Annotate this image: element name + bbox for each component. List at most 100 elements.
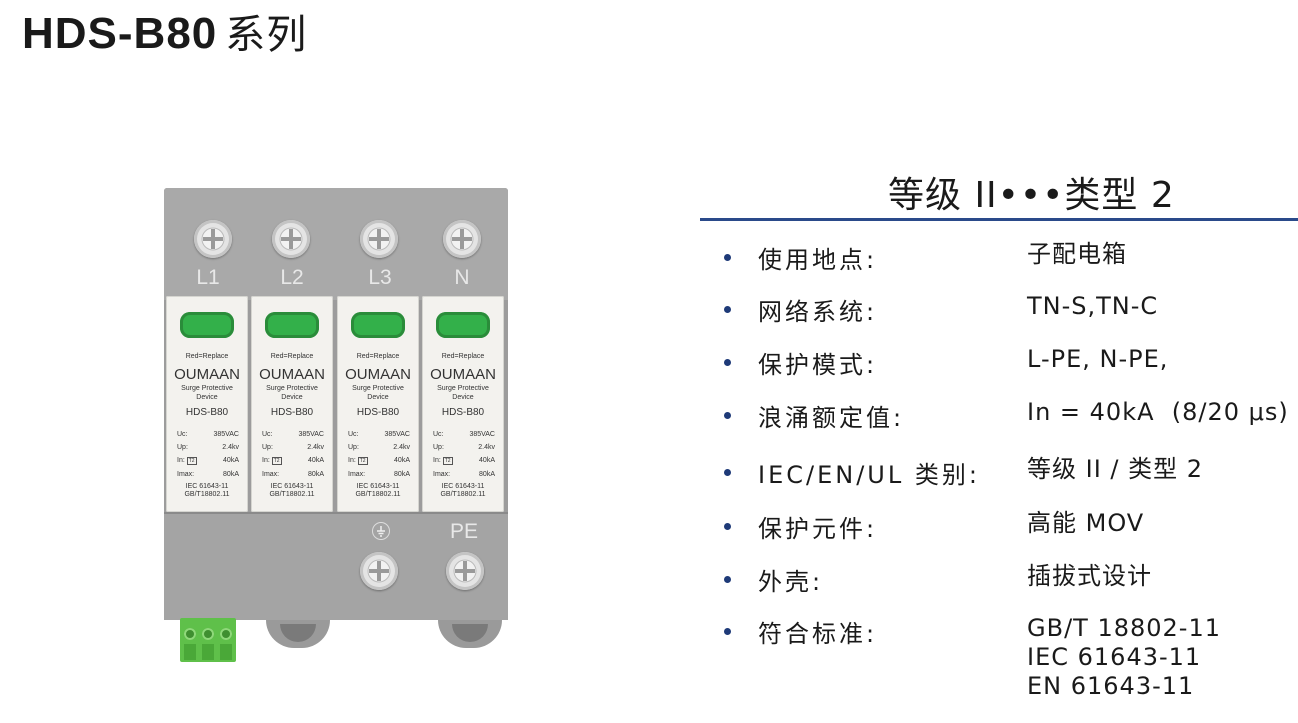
bullet-icon [724, 412, 731, 419]
spec-value: 等级 II / 类型 2 [1027, 455, 1204, 483]
class-heading: 等级 II•••类型 2 [888, 175, 1175, 216]
spec-uc: Uc:385VAC [433, 431, 495, 438]
standard-item: IEC 61643-11 [1027, 643, 1202, 671]
spec-imax: Imax:80kA [177, 471, 239, 478]
status-indicator-window [436, 312, 490, 338]
spec-label: 浪涌额定值: [758, 404, 905, 432]
spec-up: Up:2.4kv [262, 444, 324, 451]
ground-icon [372, 522, 390, 540]
spec-row: 保护模式: L-PE, N-PE, [720, 345, 1298, 379]
spec-label: 外壳: [758, 568, 824, 596]
remote-signal-connector[interactable] [180, 618, 236, 662]
spec-label: IEC/EN/UL 类别: [758, 461, 980, 489]
brand-name: OUMAAN [174, 366, 240, 383]
spec-label: 符合标准: [758, 620, 878, 648]
bullet-icon [724, 306, 731, 313]
status-indicator-window [180, 312, 234, 338]
screw-icon [194, 220, 232, 258]
connector-rib [202, 644, 214, 660]
spec-row: 符合标准: GB/T 18802-11 IEC 61643-11 EN 6164… [720, 614, 1298, 714]
module-model: HDS-B80 [441, 407, 485, 418]
terminal-label-l3: L3 [368, 266, 392, 289]
spec-imax: Imax:80kA [262, 471, 324, 478]
screw-icon [272, 220, 310, 258]
module-model: HDS-B80 [185, 407, 229, 418]
bullet-icon [724, 628, 731, 635]
indicator-legend: Red=Replace [270, 353, 314, 360]
brand-name: OUMAAN [259, 366, 325, 383]
bullet-icon [724, 359, 731, 366]
bullet-icon [724, 523, 731, 530]
connector-rib [220, 644, 232, 660]
spec-label: 保护元件: [758, 515, 878, 543]
spec-value: 高能 MOV [1027, 509, 1145, 537]
connector-hole [220, 628, 232, 640]
screw-icon [360, 220, 398, 258]
bullet-icon [724, 469, 731, 476]
standard-item: GB/T 18802-11 [1027, 614, 1221, 642]
spec-up: Up:2.4kv [348, 444, 410, 451]
spec-label: 使用地点: [758, 246, 878, 274]
spec-value: In = 40kA (8/20 μs) [1027, 398, 1289, 426]
title-series: 系列 [225, 12, 308, 58]
bullet-icon [724, 254, 731, 261]
spec-row: 保护元件: 高能 MOV [720, 509, 1298, 543]
connector-hole [184, 628, 196, 640]
terminal-label-pe: PE [450, 520, 479, 543]
screw-icon [446, 552, 484, 590]
spec-row: 外壳: 插拔式设计 [720, 562, 1298, 596]
divider [164, 512, 508, 514]
spec-imax: Imax:80kA [433, 471, 495, 478]
spec-value-list: GB/T 18802-11 IEC 61643-11 EN 61643-11 [1027, 614, 1221, 701]
spec-up: Up:2.4kv [433, 444, 495, 451]
spec-uc: Uc:385VAC [348, 431, 410, 438]
spec-row: 网络系统: TN-S,TN-C [720, 292, 1298, 326]
status-indicator-window [351, 312, 405, 338]
spec-uc: Uc:385VAC [177, 431, 239, 438]
product-image: L1 L2 L3 N Red=Replace OUMAAN Surge Prot… [164, 188, 508, 663]
screw-icon [360, 552, 398, 590]
spec-value: 插拔式设计 [1027, 562, 1152, 590]
spec-uc: Uc:385VAC [262, 431, 324, 438]
spec-value: TN-S,TN-C [1027, 292, 1159, 320]
module-model: HDS-B80 [356, 407, 400, 418]
bullet-icon [724, 576, 731, 583]
indicator-legend: Red=Replace [441, 353, 485, 360]
spec-row: IEC/EN/UL 类别: 等级 II / 类型 2 [720, 455, 1298, 489]
indicator-legend: Red=Replace [356, 353, 400, 360]
indicator-legend: Red=Replace [185, 353, 229, 360]
standard-item: EN 61643-11 [1027, 672, 1195, 700]
heading-underline [700, 218, 1298, 221]
brand-name: OUMAAN [345, 366, 411, 383]
spec-label: 网络系统: [758, 298, 878, 326]
spec-label: 保护模式: [758, 351, 878, 379]
spec-value: 子配电箱 [1027, 240, 1127, 268]
status-indicator-window [265, 312, 319, 338]
connector-rib [184, 644, 196, 660]
spec-row: 使用地点: 子配电箱 [720, 240, 1298, 274]
screw-icon [443, 220, 481, 258]
spec-imax: Imax:80kA [348, 471, 410, 478]
spec-value: L-PE, N-PE, [1027, 345, 1169, 373]
terminal-label-l2: L2 [280, 266, 304, 289]
title-model: HDS-B80 [22, 9, 218, 58]
din-rail-foot [266, 620, 330, 648]
spec-up: Up:2.4kv [177, 444, 239, 451]
module-model: HDS-B80 [270, 407, 314, 418]
connector-hole [202, 628, 214, 640]
